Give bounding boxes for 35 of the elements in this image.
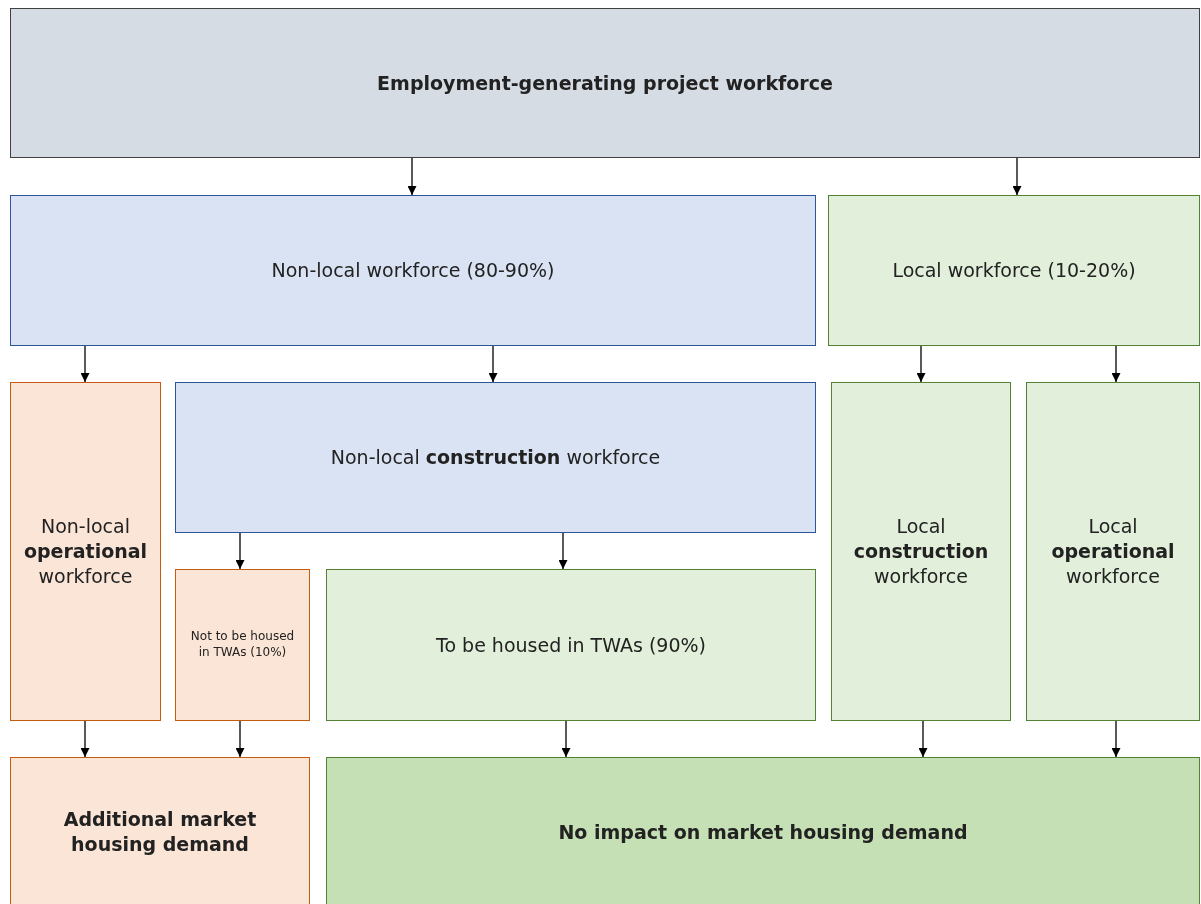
arrow — [561, 720, 571, 758]
box-label: Local workforce (10-20%) — [892, 258, 1136, 283]
arrow — [918, 720, 928, 758]
process-box — [326, 569, 816, 721]
process-box — [10, 8, 1200, 158]
arrow — [80, 720, 90, 758]
box-label: Non-local operational workforce — [22, 514, 149, 589]
box-label: Employment-generating project workforce — [377, 70, 833, 96]
box-label: Non-local construction workforce — [330, 445, 661, 470]
box-label: Additional market housing demand — [62, 807, 258, 857]
process-box — [175, 382, 816, 533]
box-label: No impact on market housing demand — [558, 819, 968, 845]
arrow — [488, 345, 498, 383]
process-box — [828, 195, 1200, 346]
arrow — [235, 532, 245, 570]
arrow — [916, 345, 926, 383]
process-box — [175, 569, 310, 721]
box-label: Non-local workforce (80-90%) — [271, 258, 555, 283]
box-label: Not to be housed in TWAs (10%) — [190, 629, 295, 661]
process-box — [1026, 382, 1200, 721]
process-box — [10, 382, 161, 721]
arrow — [80, 345, 90, 383]
arrow — [558, 532, 568, 570]
arrow — [1111, 720, 1121, 758]
box-label: To be housed in TWAs (90%) — [436, 632, 706, 658]
box-label: Local construction workforce — [852, 514, 990, 589]
process-box — [831, 382, 1011, 721]
arrow — [407, 157, 417, 196]
process-box — [10, 195, 816, 346]
process-box — [10, 757, 310, 904]
box-label: Local operational workforce — [1050, 514, 1176, 589]
arrow — [1012, 157, 1022, 196]
process-box — [326, 757, 1200, 904]
arrow — [235, 720, 245, 758]
arrow — [1111, 345, 1121, 383]
